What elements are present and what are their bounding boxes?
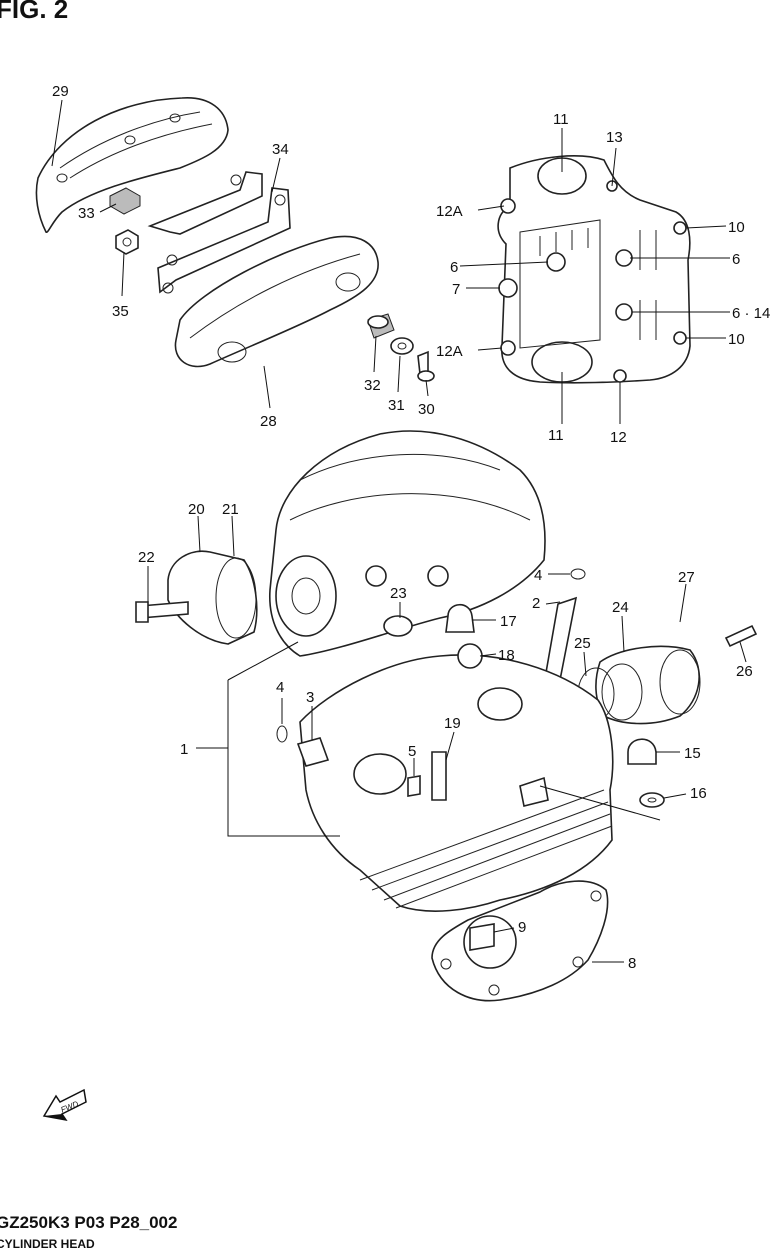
callout-12: 12 xyxy=(610,429,627,446)
callout-13: 13 xyxy=(606,129,623,146)
callout-17: 17 xyxy=(500,613,517,630)
cylinder-head-1-drawing xyxy=(296,643,614,912)
callout-32: 32 xyxy=(364,377,381,394)
callout-5: 5 xyxy=(408,743,416,760)
cap-nut-15-drawing xyxy=(627,738,657,765)
head-cover-drawing xyxy=(497,155,691,384)
callout-25: 25 xyxy=(574,635,591,652)
intake-manifold-20-22-drawing xyxy=(135,550,258,645)
grommets-30-32-drawing xyxy=(367,313,435,382)
callout-31: 31 xyxy=(388,397,405,414)
callout-10-bottom: 10 xyxy=(728,331,745,348)
callout-12a-top: 12A xyxy=(436,203,463,220)
callout-4-top: 4 xyxy=(534,567,542,584)
figure-title: FIG. 2 xyxy=(0,0,69,24)
callout-28: 28 xyxy=(260,413,277,430)
callout-6-left: 6 xyxy=(450,259,458,276)
callout-2: 2 xyxy=(532,595,540,612)
bolt-26-drawing xyxy=(724,624,758,648)
callout-11-bottom: 11 xyxy=(548,427,564,444)
callout-8: 8 xyxy=(628,955,636,972)
cap-28-drawing xyxy=(174,235,379,368)
nut-35-drawing xyxy=(115,229,139,255)
callout-10-top: 10 xyxy=(728,219,745,236)
callout-4-bottom: 4 xyxy=(276,679,284,696)
callout-11-top: 11 xyxy=(553,111,569,128)
callout-24: 24 xyxy=(612,599,629,616)
callout-15: 15 xyxy=(684,745,701,762)
bracket-34-drawing xyxy=(147,171,291,294)
callout-26: 26 xyxy=(736,663,753,680)
callout-labels: 29 34 33 35 28 32 31 30 11 13 12A 10 6 6… xyxy=(52,83,770,972)
callout-23: 23 xyxy=(390,585,407,602)
diagram-name: CYLINDER HEAD xyxy=(0,1237,95,1251)
callout-9: 9 xyxy=(518,919,526,936)
callout-35: 35 xyxy=(112,303,129,320)
diagram-code: GZ250K3 P03 P28_002 xyxy=(0,1213,178,1232)
callout-20: 20 xyxy=(188,501,205,518)
callout-12a-bottom: 12A xyxy=(436,343,463,360)
callout-27: 27 xyxy=(678,569,695,586)
cover-29-drawing xyxy=(35,97,229,233)
callout-21: 21 xyxy=(222,501,239,518)
callout-33: 33 xyxy=(78,205,95,222)
fwd-arrow-icon: FWD xyxy=(42,1088,87,1122)
upper-head-drawing xyxy=(269,430,546,657)
callout-1: 1 xyxy=(180,741,188,758)
callout-19: 19 xyxy=(444,715,461,732)
oring-4-bottom-drawing xyxy=(276,725,288,743)
cap-17-drawing xyxy=(445,603,475,633)
callout-16: 16 xyxy=(690,785,707,802)
seal-23-drawing xyxy=(383,615,413,637)
callout-18: 18 xyxy=(498,647,515,664)
callout-30: 30 xyxy=(418,401,435,418)
oring-4-top-drawing xyxy=(570,568,586,580)
callout-7: 7 xyxy=(452,281,460,298)
gasket-8-9-drawing xyxy=(431,880,609,1002)
callout-6-14: 6 · 14 xyxy=(732,305,770,322)
callout-34: 34 xyxy=(272,141,289,158)
washer-16-drawing xyxy=(639,792,665,808)
callout-22: 22 xyxy=(138,549,155,566)
callout-3: 3 xyxy=(306,689,314,706)
leader-lines xyxy=(51,99,747,963)
callout-6-right: 6 xyxy=(732,251,740,268)
callout-29: 29 xyxy=(52,83,69,100)
block-33-drawing xyxy=(109,187,141,215)
